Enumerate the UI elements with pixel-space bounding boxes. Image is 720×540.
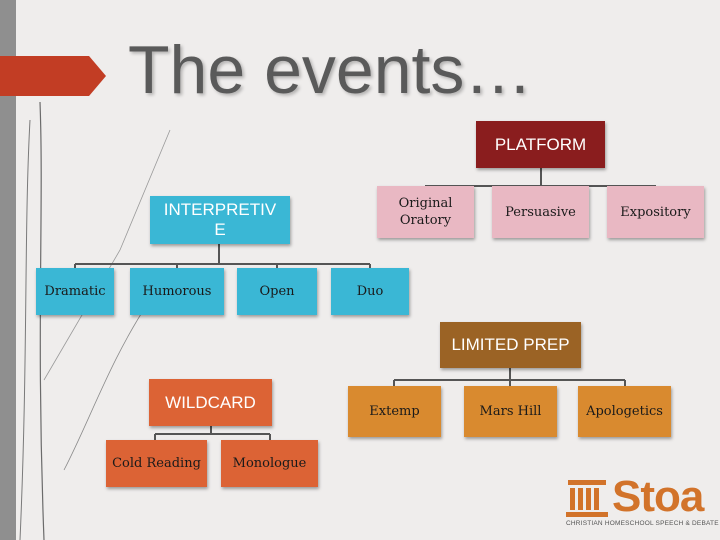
event-apologetics[interactable]: Apologetics xyxy=(578,386,671,437)
event-extemp[interactable]: Extemp xyxy=(348,386,441,437)
event-duo[interactable]: Duo xyxy=(331,268,409,315)
logo-tagline: CHRISTIAN HOMESCHOOL SPEECH & DEBATE xyxy=(566,520,719,527)
logo-wordmark: Stoa xyxy=(612,472,704,521)
event-monologue[interactable]: Monologue xyxy=(221,440,318,487)
event-dramatic[interactable]: Dramatic xyxy=(36,268,114,315)
event-persuasive[interactable]: Persuasive xyxy=(492,186,589,238)
platform-header[interactable]: PLATFORM xyxy=(476,121,605,168)
wildcard-header[interactable]: WILDCARD xyxy=(149,379,272,426)
slide-title: The events… xyxy=(128,32,533,108)
event-original-oratory[interactable]: Original Oratory xyxy=(377,186,474,238)
limited-prep-header[interactable]: LIMITED PREP xyxy=(440,322,581,368)
event-humorous[interactable]: Humorous xyxy=(130,268,224,315)
left-decor-band xyxy=(0,0,16,540)
event-open[interactable]: Open xyxy=(237,268,317,315)
event-mars-hill[interactable]: Mars Hill xyxy=(464,386,557,437)
event-expository[interactable]: Expository xyxy=(607,186,704,238)
column-icon xyxy=(566,480,608,517)
interpretive-header[interactable]: INTERPRETIV E xyxy=(150,196,290,244)
title-arrow-tab xyxy=(0,56,106,96)
interpretive-header-label: INTERPRETIV E xyxy=(163,200,277,239)
stoa-logo: Stoa CHRISTIAN HOMESCHOOL SPEECH & DEBAT… xyxy=(566,472,719,538)
event-cold-reading[interactable]: Cold Reading xyxy=(106,440,207,487)
